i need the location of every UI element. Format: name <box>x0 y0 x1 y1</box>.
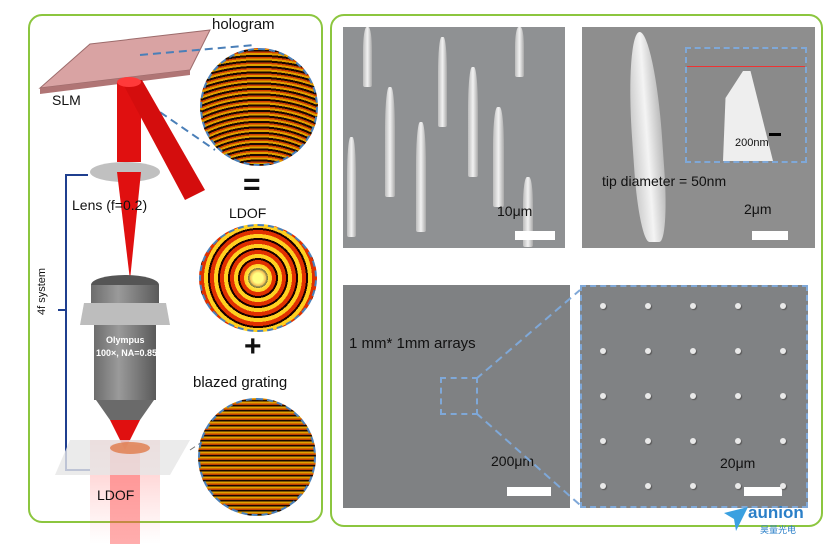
pillar-dot <box>645 348 651 354</box>
optical-setup-panel <box>28 14 323 523</box>
zoom-region-box <box>440 377 478 415</box>
scale-label-200um: 200μm <box>491 453 535 469</box>
pillar-dot <box>645 438 651 444</box>
pillar-dot <box>735 393 741 399</box>
pillar-dot <box>690 438 696 444</box>
array-size-annotation: 1 mm* 1mm arrays <box>349 335 476 352</box>
pillar-dot <box>600 348 606 354</box>
ldof-output-label: LDOF <box>97 487 135 503</box>
reflected-beam <box>122 80 205 200</box>
scale-label-10um: 10μm <box>497 203 533 219</box>
equals-sign: = <box>243 168 261 201</box>
objective <box>94 325 156 400</box>
zoom-inset: 200nm <box>685 47 807 163</box>
sem-pillar-array: 10μm <box>343 27 565 248</box>
pillar-dot <box>780 438 786 444</box>
scale-bar <box>507 487 551 496</box>
pillar-dot <box>645 393 651 399</box>
sem-array-overview: 1 mm* 1mm arrays 200μm <box>343 285 570 508</box>
watermark-subtitle: 昊量光电 <box>760 525 797 535</box>
pillar-dot <box>600 483 606 489</box>
pillar-dot <box>780 303 786 309</box>
lens-label: Lens (f=0.2) <box>72 197 148 213</box>
sample-stage <box>55 440 190 475</box>
ldof-pattern <box>199 224 317 332</box>
sem-array-detail: 20μm <box>580 285 808 508</box>
ldof-label: LDOF <box>229 205 267 221</box>
scale-bar <box>744 487 782 496</box>
scale-label-2um: 2μm <box>744 201 772 217</box>
pillar-dot <box>780 483 786 489</box>
pillar-dot <box>600 438 606 444</box>
pillar-dot <box>690 483 696 489</box>
pillar-dot <box>690 393 696 399</box>
slm-label: SLM <box>52 92 81 108</box>
hologram-pattern <box>200 48 318 166</box>
pillar-dot <box>780 348 786 354</box>
pillar-dot <box>735 483 741 489</box>
pillar-dot <box>600 393 606 399</box>
plus-sign: + <box>244 330 262 363</box>
pillar-dot <box>735 438 741 444</box>
watermark-brand: aunion <box>748 503 804 522</box>
sem-single-tip: 200nm tip diameter = 50nm 2μm <box>582 27 815 248</box>
pillar-dot <box>600 303 606 309</box>
pillar-dot <box>780 393 786 399</box>
pillar-dot <box>735 348 741 354</box>
tip-diameter-annotation: tip diameter = 50nm <box>602 173 727 189</box>
hologram-label: hologram <box>212 16 275 33</box>
objective-label-1: Olympus <box>106 335 145 345</box>
scale-bar <box>752 231 788 240</box>
pillar-dot <box>690 303 696 309</box>
pillar-dot <box>645 483 651 489</box>
objective-label-2: 100×, NA=0.85 <box>96 348 158 358</box>
scale-bar <box>515 231 555 240</box>
inset-scale-label: 200nm <box>735 137 769 149</box>
pillar-dot <box>690 348 696 354</box>
pillar-dot <box>645 303 651 309</box>
scale-label-20um: 20μm <box>720 455 756 471</box>
optical-setup-drawing <box>38 29 256 544</box>
blazed-grating-pattern <box>198 398 316 516</box>
pillar-dot <box>735 303 741 309</box>
sem-results-panel <box>330 14 823 527</box>
blazed-grating-label: blazed grating <box>193 374 288 391</box>
focused-beam <box>117 172 141 280</box>
